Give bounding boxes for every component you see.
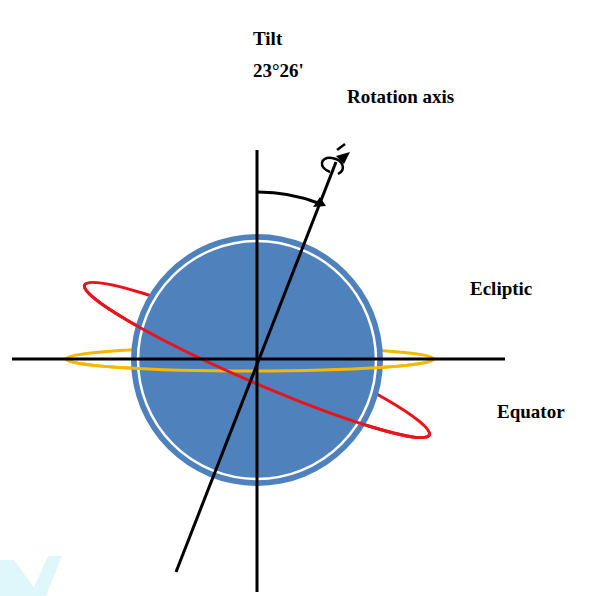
rotation-axis-line xyxy=(176,162,336,572)
rotation-symbol xyxy=(337,144,345,150)
ring-label: Equator xyxy=(497,401,565,424)
angle-label: 23°26' xyxy=(253,60,304,83)
rotation-arrowhead xyxy=(336,152,350,164)
axis-label: Rotation axis xyxy=(347,86,454,109)
tilt-arc xyxy=(257,192,318,203)
ring-label: Ecliptic xyxy=(470,278,532,301)
rotation-symbol xyxy=(322,158,343,174)
tilt-arc-head xyxy=(313,197,326,207)
tilt-label: Tilt xyxy=(253,28,282,51)
watermark-fragment xyxy=(30,556,62,596)
